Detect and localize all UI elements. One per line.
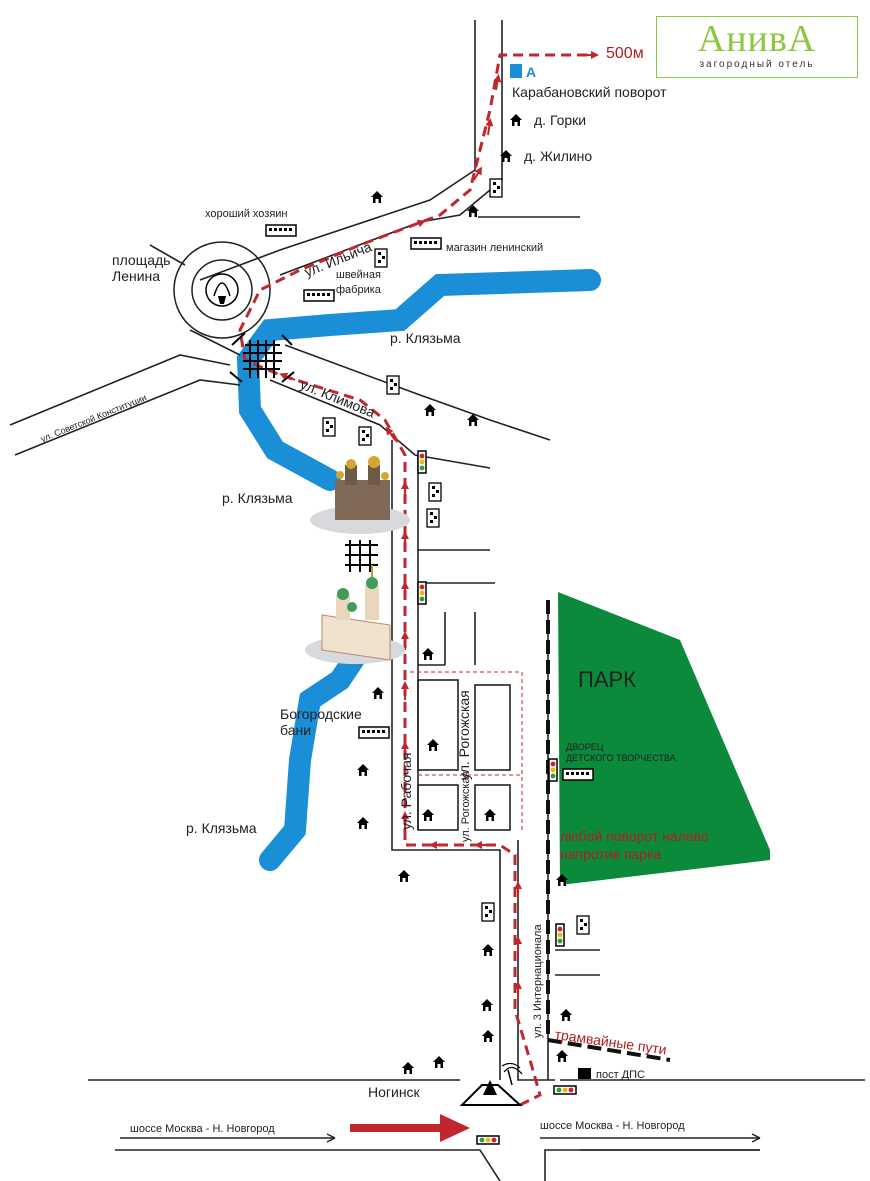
house-icon [427,739,439,751]
house-icon [560,1009,572,1021]
area-outline [410,671,523,832]
house-icon [424,404,436,416]
phone-icon [489,178,503,198]
river-klyazma [236,269,601,871]
church-icon [305,565,405,664]
highway-entry-arrow [350,1114,470,1142]
dps-post-label: пост ДПС [596,1069,645,1081]
phone-icon [322,417,336,437]
traffic-light-icon [417,450,427,474]
shop-icon [303,289,335,302]
fountain-icon [205,273,239,307]
point-a-label: A [526,64,537,80]
traffic-light-icon [553,1085,577,1095]
house-icon [371,191,383,203]
palace-label: ДВОРЕЦ ДЕТСКОГО ТВОРЧЕСТВА [566,742,676,763]
karabanovo-turn-label: Карабановский поворот [512,84,667,100]
phone-icon [481,902,495,922]
bridge-icon [345,540,378,572]
route-arrows [279,51,599,1000]
internacionala-street-label: ул. 3 Интернационала [532,924,544,1038]
park-area [558,592,770,885]
road-network [9,20,865,1181]
house-icon [357,764,369,776]
phone-icon [386,375,400,395]
good-owner-label: хороший хозяин [205,208,288,220]
traffic-light-icon [417,581,427,605]
shop-icon [562,768,594,781]
dps-post-icon [578,1068,591,1079]
phone-icon [358,426,372,446]
shop-icon [410,237,442,250]
phone-icon [428,482,442,502]
house-icon [433,1056,445,1068]
traffic-light-icon [548,758,558,782]
klyazma-label-2: р. Клязьма [222,490,293,506]
rabochaya-street-label: ул. Рабочая [398,752,414,830]
bridge-icon [229,332,295,383]
house-icon [422,809,434,821]
house-icon [482,1030,494,1042]
house-icon [482,944,494,956]
park-label: ПАРК [578,667,636,692]
church-icon [310,456,410,534]
phone-icon [426,508,440,528]
rogozhskaya-street-label-2: ул. Рогожская [460,771,472,842]
traffic-light-icon [555,923,565,947]
monument-icon [459,1062,523,1106]
traffic-light-icon [476,1135,500,1145]
highway-arrows [120,1133,761,1143]
any-turn-left-label: любой поворот налево напротив парка [560,828,709,862]
gorki-label: д. Горки [534,112,587,128]
phone-icon [576,915,590,935]
tram-tracks [546,600,671,1062]
house-icon [372,687,384,699]
noginsk-label: Ногинск [368,1084,420,1100]
house-icon [510,114,522,126]
house-icon [398,870,410,882]
house-icon [484,809,496,821]
zhilino-label: д. Жилино [524,148,593,164]
logo-subtitle: загородный отель [699,59,815,70]
logo-name: АнивА [697,18,817,60]
bogorodsk-baths-label: Богородские бани [280,706,362,738]
house-icon [357,817,369,829]
destination-marker-icon [510,64,522,78]
distance-label: 500м [606,45,644,62]
house-icon [481,999,493,1011]
rogozhskaya-street-label-1: ул. Рогожская [456,690,472,780]
house-icon [556,1050,568,1062]
sewing-factory-label: швейная фабрика [336,269,381,296]
phone-icon [374,248,388,268]
lenin-shop-label: магазин ленинский [446,242,544,254]
shop-icon [265,224,297,237]
klyazma-label-1: р. Клязьма [390,330,461,346]
highway-left-label: шоссе Москва - Н. Новгород [130,1123,275,1135]
lenin-square-label: площадь Ленина [112,252,171,284]
route-line [238,53,590,1107]
house-icon [402,1062,414,1074]
house-icon [422,648,434,660]
klyazma-label-3: р. Клязьма [186,820,257,836]
highway-right-label: шоссе Москва - Н. Новгород [540,1120,685,1132]
hotel-logo: АнивА загородный отель [656,16,858,78]
shop-icon [358,726,390,739]
